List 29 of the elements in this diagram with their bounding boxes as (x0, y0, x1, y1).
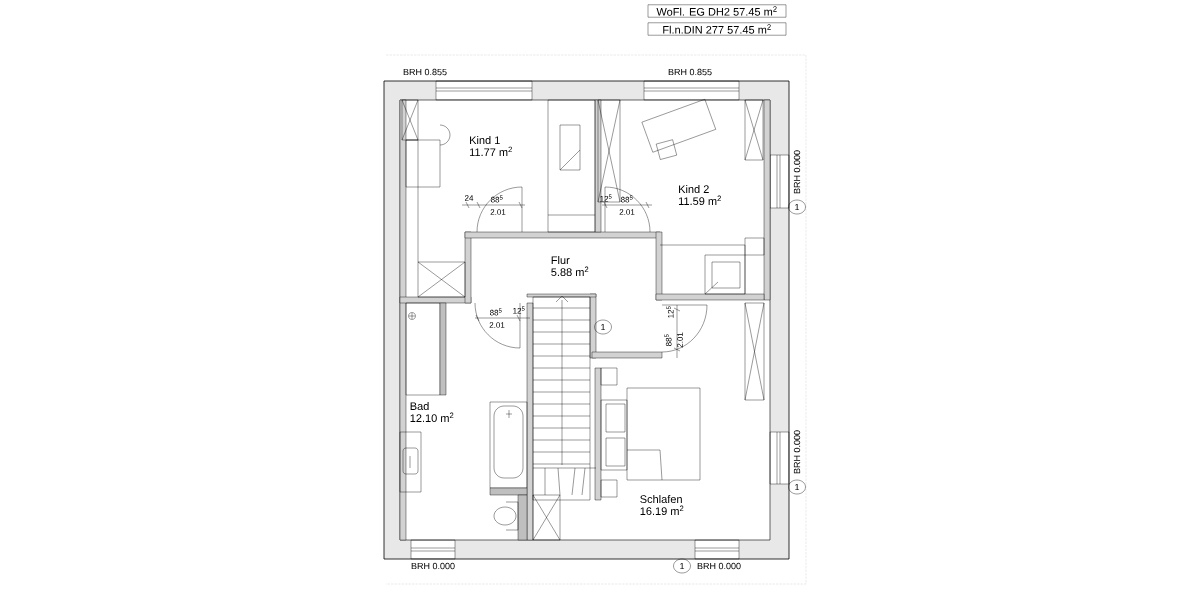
dimension-text: 12$^{5}$ (513, 306, 525, 314)
window-height-label: BRH 0.855 (403, 68, 447, 76)
room-label: Flur 5.88 m$^{2}$ (551, 255, 589, 277)
window-height-label: BRH 0.000 (411, 562, 455, 570)
window-height-label: BRH 0.855 (668, 68, 712, 76)
callout-number: 1 (788, 479, 806, 495)
dimension-text: 88$^{5}$ (490, 308, 502, 316)
window-height-label: BRH 0.000 (793, 430, 801, 474)
dimension-text: 2.01 (490, 209, 506, 215)
dimension-text: 88$^{5}$ (664, 334, 672, 347)
room-label: Bad 12.10 m$^{2}$ (410, 401, 454, 423)
window-height-label: BRH 0.000 (793, 150, 801, 194)
dimension-text: 88$^{5}$ (491, 195, 503, 203)
callout-number: 1 (788, 199, 806, 215)
window-height-label: BRH 0.000 (697, 562, 741, 570)
callout-number: 1 (594, 319, 612, 335)
dimension-text: 88$^{5}$ (621, 195, 633, 203)
callout-number: 1 (673, 558, 691, 574)
dimension-text: 12$^{5}$ (666, 306, 674, 318)
dimension-text: 2.01 (489, 322, 505, 328)
room-label: Kind 2 11.59 m$^{2}$ (679, 184, 721, 206)
area-box: WoFl. EG DH2 57.45 m$^{2}$ (647, 4, 787, 18)
dimension-text: 2.01 (619, 209, 635, 215)
dimension-text: 2.01 (677, 332, 683, 348)
dimension-text: 24 (464, 195, 474, 201)
room-label: Schlafen 16.19 m$^{2}$ (640, 494, 684, 516)
area-box: Fl.n.DIN 277 57.45 m$^{2}$ (647, 22, 787, 36)
dimension-text: 12$^{5}$ (600, 194, 612, 202)
room-label: Kind 1 11.77 m$^{2}$ (470, 136, 512, 156)
